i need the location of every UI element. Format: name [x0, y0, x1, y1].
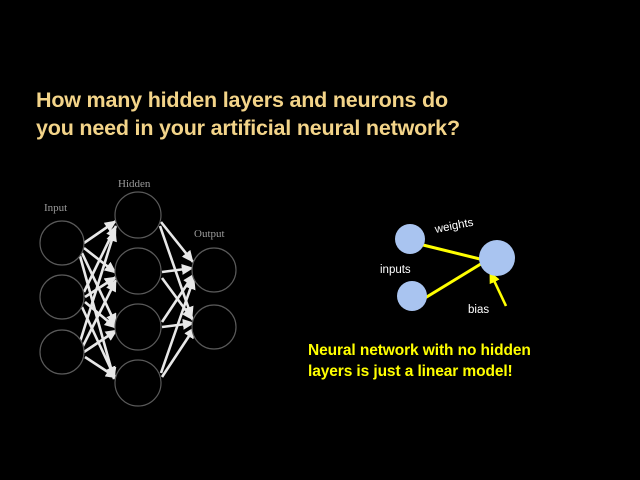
mlp-node-hidden-1 [114, 191, 162, 239]
mlp-label-input: Input [44, 202, 68, 214]
mlp-node-input-3 [39, 329, 85, 375]
mlp-node-input-1 [39, 220, 85, 266]
mlp-network-diagram: Input Hidden Output [18, 170, 280, 420]
mlp-hidden-nodes [114, 191, 162, 407]
perceptron-label-bias: bias [468, 304, 490, 316]
mlp-node-output-2 [191, 304, 237, 350]
perceptron-svg [395, 224, 515, 311]
mlp-label-output: Output [194, 228, 225, 240]
mlp-node-hidden-3 [114, 303, 162, 351]
mlp-edges-hidden-output [158, 221, 197, 378]
perceptron-node-input-2 [397, 281, 427, 311]
mlp-network-svg [39, 191, 237, 407]
perceptron-node-output [479, 240, 515, 276]
title-line-1: How many hidden layers and neurons do [36, 88, 448, 112]
mlp-node-input-2 [39, 274, 85, 320]
perceptron-diagram: weights inputs bias [370, 210, 540, 330]
bias-edge [488, 271, 508, 307]
mlp-node-hidden-4 [114, 359, 162, 407]
perceptron-input-nodes [395, 224, 427, 311]
mlp-edges-input-hidden [78, 219, 118, 380]
caption: Neural network with no hidden layers is … [308, 340, 608, 382]
mlp-label-hidden: Hidden [118, 178, 151, 190]
perceptron-node-input-1 [395, 224, 425, 254]
page-title: How many hidden layers and neurons do yo… [36, 86, 596, 142]
mlp-node-output-1 [191, 247, 237, 293]
weight-edge-bottom [424, 260, 485, 300]
weight-edge-top [422, 243, 485, 262]
title-line-2: you need in your artificial neural netwo… [36, 116, 460, 140]
perceptron-weight-edges [422, 243, 485, 300]
mlp-node-hidden-2 [114, 247, 162, 295]
caption-line-2: layers is just a linear model! [308, 363, 513, 380]
caption-line-1: Neural network with no hidden [308, 342, 531, 359]
mlp-output-nodes [191, 247, 237, 350]
perceptron-label-inputs: inputs [380, 264, 411, 276]
mlp-input-nodes [39, 220, 85, 375]
